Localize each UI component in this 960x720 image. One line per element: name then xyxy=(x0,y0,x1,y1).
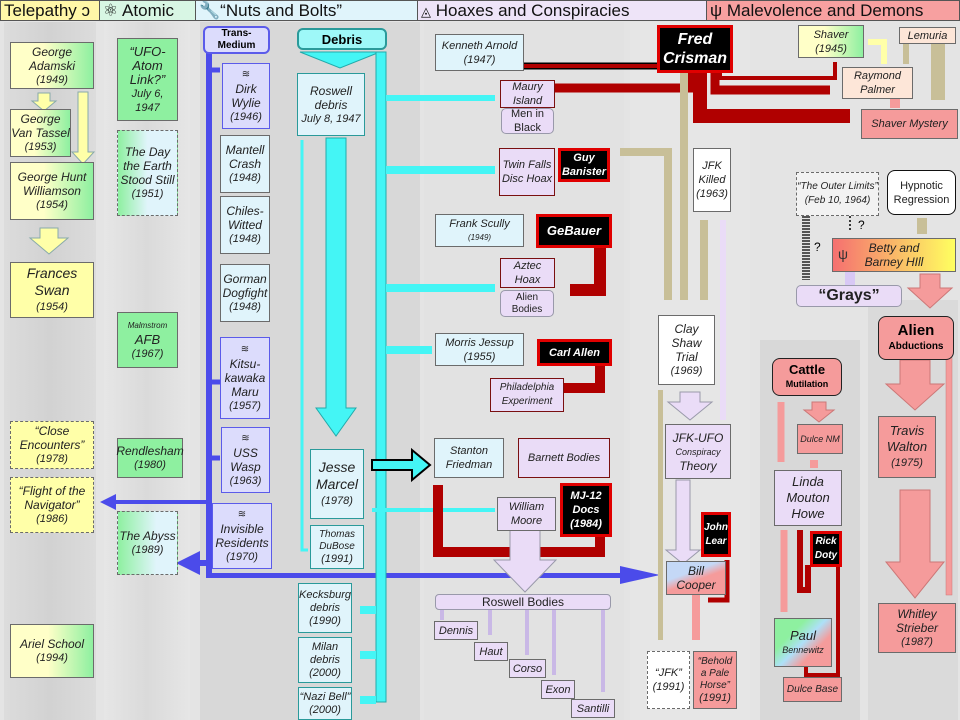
node-cattle-mutilation[interactable]: Cattle Mutilation xyxy=(772,358,842,396)
node-fred-crisman[interactable]: Fred Crisman xyxy=(657,25,733,73)
node-witness-santilli[interactable]: Santilli xyxy=(571,699,615,718)
node-jesse-marcel[interactable]: Jesse Marcel (1978) xyxy=(310,449,364,519)
node-william-moore[interactable]: William Moore xyxy=(497,497,556,531)
node-outer-limits[interactable]: “The Outer Limits” (Feb 10, 1964) xyxy=(796,172,879,216)
node-aztec-hoax[interactable]: Aztec Hoax xyxy=(500,258,555,288)
node-george-van-tassel[interactable]: George Van Tassel (1953) xyxy=(10,109,71,157)
node-milan-debris[interactable]: Milan debris (2000) xyxy=(298,637,352,683)
header-hoaxes: ◬ Hoaxes and Conspiracies xyxy=(417,0,707,21)
node-mj12-docs[interactable]: MJ-12 Docs (1984) xyxy=(560,483,612,537)
node-frances-swan[interactable]: Frances Swan (1954) xyxy=(10,262,94,318)
node-close-encounters[interactable]: “Close Encounters” (1978) xyxy=(10,421,94,469)
node-nazi-bell[interactable]: “Nazi Bell” (2000) xyxy=(298,687,352,720)
node-kecksburg-debris[interactable]: Kecksburg debris (1990) xyxy=(298,583,352,633)
node-day-earth-stood-still[interactable]: The Day the Earth Stood Still (1951) xyxy=(117,130,178,216)
node-george-hunt-williamson[interactable]: George Hunt Williamson (1954) xyxy=(10,162,94,220)
node-whitley-strieber[interactable]: Whitley Strieber (1987) xyxy=(878,603,956,653)
question-mark-2: ? xyxy=(814,240,821,254)
bolt-icon: 🔧 xyxy=(199,1,221,20)
trident-icon: ψ xyxy=(838,246,848,262)
node-frank-scully[interactable]: Frank Scully (1949) xyxy=(435,214,524,247)
node-gebauer[interactable]: GeBauer xyxy=(536,214,612,248)
node-jfk-ufo-conspiracy-theory[interactable]: JFK-UFO Conspiracy Theory xyxy=(665,424,731,479)
node-barnett-bodies[interactable]: Barnett Bodies xyxy=(518,438,610,478)
node-dulce-nm[interactable]: Dulce NM xyxy=(797,424,843,454)
node-john-lear[interactable]: John Lear xyxy=(701,512,731,557)
trans-medium-header[interactable]: Trans-Medium xyxy=(203,26,270,54)
header-telepathy: Telepathy ↄ xyxy=(0,0,100,21)
node-mantell-crash[interactable]: Mantell Crash (1948) xyxy=(220,135,270,193)
node-maury-island[interactable]: Maury Island xyxy=(500,80,555,108)
node-lemuria[interactable]: Lemuria xyxy=(899,27,956,44)
node-morris-jessup[interactable]: Morris Jessup (1955) xyxy=(435,333,524,366)
trident-icon: ψ xyxy=(710,1,723,20)
header-atomic: ⚛ Atomic xyxy=(99,0,196,21)
node-hypnotic-regression[interactable]: Hypnotic Regression xyxy=(887,170,956,215)
node-kenneth-arnold[interactable]: Kenneth Arnold (1947) xyxy=(435,34,524,71)
node-invisible-residents[interactable]: ≋ Invisible Residents (1970) xyxy=(212,503,272,569)
node-bill-cooper[interactable]: Bill Cooper xyxy=(666,561,726,595)
wave-icon: ≋ xyxy=(237,509,247,520)
wave-icon: ≋ xyxy=(241,69,251,80)
node-alien-bodies[interactable]: Alien Bodies xyxy=(500,290,554,317)
node-ariel-school[interactable]: Ariel School (1994) xyxy=(10,624,94,678)
debris-header[interactable]: Debris xyxy=(297,28,387,50)
node-carl-allen[interactable]: Carl Allen xyxy=(537,339,612,366)
node-uss-wasp[interactable]: ≋ USS Wasp (1963) xyxy=(221,427,270,493)
arrow-shaver-palmer xyxy=(868,39,887,64)
node-dulce-base[interactable]: Dulce Base xyxy=(783,677,842,702)
atom-icon: ⚛ xyxy=(103,1,119,20)
question-mark-1: ? xyxy=(858,218,865,232)
node-paul-bennewitz[interactable]: Paul Bennewitz xyxy=(774,618,832,667)
node-twin-falls-disc-hoax[interactable]: Twin Falls Disc Hoax xyxy=(499,148,555,196)
node-dirk-wylie[interactable]: ≋ Dirk Wylie (1946) xyxy=(222,63,270,129)
node-jfk-killed[interactable]: JFK Killed (1963) xyxy=(693,148,731,212)
wave-icon: ≋ xyxy=(240,344,250,355)
node-stanton-friedman[interactable]: Stanton Friedman xyxy=(434,438,504,478)
node-raymond-palmer[interactable]: Raymond Palmer xyxy=(842,67,913,99)
header-nuts-bolts: 🔧“Nuts and Bolts” xyxy=(195,0,418,21)
node-witness-exon[interactable]: Exon xyxy=(541,680,575,699)
node-men-in-black[interactable]: Men in Black xyxy=(501,108,554,134)
node-the-abyss[interactable]: The Abyss (1989) xyxy=(117,511,178,575)
node-thomas-dubose[interactable]: Thomas DuBose (1991) xyxy=(310,525,364,569)
node-roswell-bodies[interactable]: Roswell Bodies xyxy=(435,594,611,610)
node-alien-abductions[interactable]: Alien Abductions xyxy=(878,316,954,360)
node-travis-walton[interactable]: Travis Walton (1975) xyxy=(878,416,936,478)
node-grays[interactable]: “Grays” xyxy=(796,285,902,307)
node-clay-shaw-trial[interactable]: Clay Shaw Trial (1969) xyxy=(658,315,715,385)
node-witness-corso[interactable]: Corso xyxy=(509,659,546,678)
eye-pyramid-icon: ◬ xyxy=(421,4,431,19)
node-kitsukawaka-maru[interactable]: ≋ Kitsu-kawaka Maru (1957) xyxy=(220,337,270,419)
lane-abductions xyxy=(868,300,958,720)
node-linda-mouton-howe[interactable]: Linda Mouton Howe xyxy=(774,470,842,526)
node-gorman-dogfight[interactable]: Gorman Dogfight (1948) xyxy=(220,264,270,322)
node-witness-haut[interactable]: Haut xyxy=(474,642,508,661)
node-philadelphia-experiment[interactable]: Philadelphia Experiment xyxy=(490,378,564,412)
node-rick-doty[interactable]: Rick Doty xyxy=(810,531,842,567)
node-betty-and-barney-hill[interactable]: ψ Betty and Barney HIll xyxy=(832,238,956,272)
node-roswell-debris[interactable]: Roswell debris July 8, 1947 xyxy=(297,73,365,136)
wave-icon: ≋ xyxy=(241,433,250,444)
header-malevolence: ψ Malevolence and Demons xyxy=(706,0,960,21)
node-shaver-mystery[interactable]: Shaver Mystery xyxy=(861,109,958,139)
node-guy-banister[interactable]: Guy Banister xyxy=(558,148,610,182)
node-witness-dennis[interactable]: Dennis xyxy=(434,621,478,640)
telepathy-icon: ↄ xyxy=(81,1,91,20)
lane-atomic xyxy=(104,22,190,720)
node-george-adamski[interactable]: George Adamski (1949) xyxy=(10,42,94,89)
node-rendlesham[interactable]: Rendlesham (1980) xyxy=(116,438,184,478)
node-jfk-film[interactable]: “JFK” (1991) xyxy=(647,651,690,709)
node-behold-a-pale-horse[interactable]: “Behold a Pale Horse” (1991) xyxy=(693,651,737,709)
node-flight-of-the-navigator[interactable]: “Flight of the Navigator” (1986) xyxy=(10,477,94,533)
node-ufo-atom-link[interactable]: “UFO-Atom Link?” July 6, 1947 xyxy=(117,38,178,121)
node-malmstrom-afb[interactable]: Malmstrom AFB (1967) xyxy=(117,312,178,368)
node-chiles-witted[interactable]: Chiles-Witted (1948) xyxy=(220,196,270,254)
node-shaver[interactable]: Shaver (1945) xyxy=(798,25,864,58)
